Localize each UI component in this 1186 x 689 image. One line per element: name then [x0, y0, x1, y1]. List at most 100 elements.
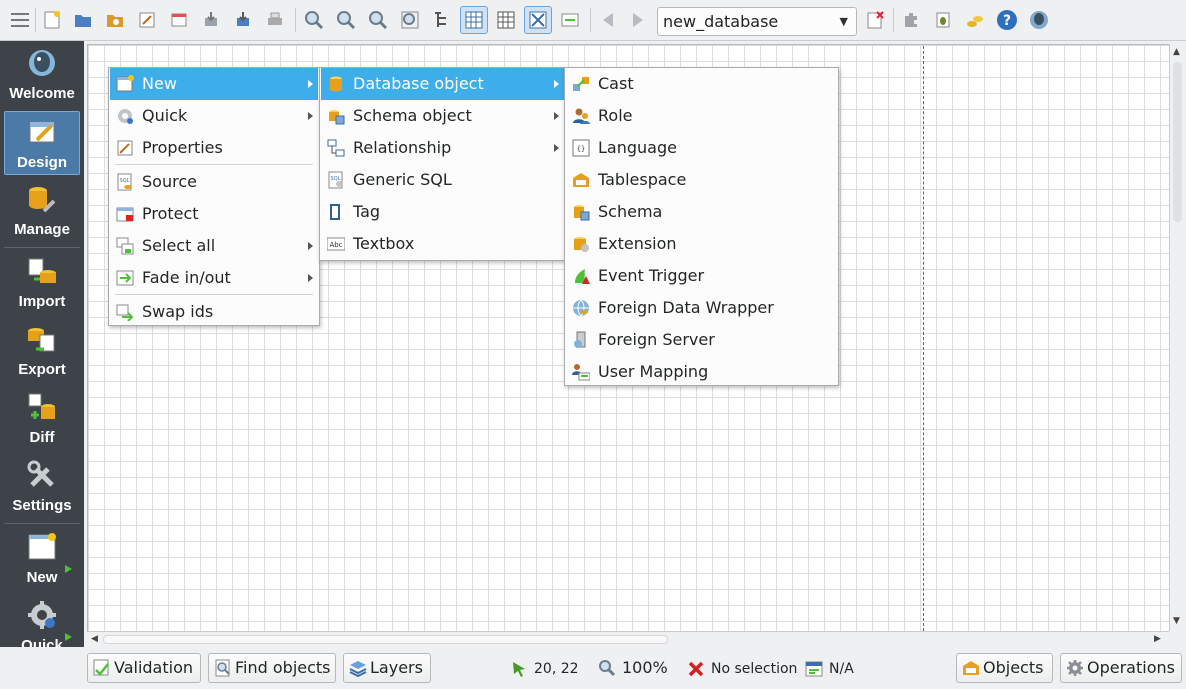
menu-item-properties[interactable]: Properties: [110, 132, 318, 164]
layers-button[interactable]: Layers: [343, 653, 431, 683]
new-model-icon[interactable]: [38, 6, 66, 34]
recent-models-icon[interactable]: [101, 6, 129, 34]
menu-item-select-all[interactable]: Select all: [110, 230, 318, 262]
menu-item-language[interactable]: {} Language: [566, 132, 837, 164]
zoom-reset-icon[interactable]: [364, 6, 392, 34]
save-as-icon[interactable]: [229, 6, 257, 34]
cursor-arrow-icon: [513, 662, 525, 677]
sidebar-item-label: Export: [18, 361, 66, 378]
sql-source-icon: SQL: [117, 173, 132, 191]
menu-item-role[interactable]: Role: [566, 100, 837, 132]
language-icon: {}: [572, 139, 590, 157]
menu-item-protect[interactable]: Protect: [110, 198, 318, 230]
operations-button[interactable]: Operations: [1060, 653, 1182, 683]
menu-item-foreign-server[interactable]: Foreign Server: [566, 324, 837, 356]
menu-item-textbox[interactable]: Abc Textbox: [321, 228, 564, 260]
validation-icon: [93, 659, 109, 676]
fade-icon: [116, 270, 134, 286]
menu-item-extension[interactable]: Extension: [566, 228, 837, 260]
zoom-in-icon[interactable]: [300, 6, 328, 34]
bug-report-icon[interactable]: [929, 6, 957, 34]
chevron-down-icon: ▼: [839, 15, 848, 28]
menu-item-generic-sql[interactable]: SQL Generic SQL: [321, 164, 564, 196]
relationship-icon: [327, 139, 345, 157]
menu-item-tablespace[interactable]: Tablespace: [566, 164, 837, 196]
donate-icon[interactable]: [961, 6, 989, 34]
gear-icon: [1067, 660, 1083, 676]
menu-item-tag[interactable]: Tag: [321, 196, 564, 228]
cast-icon: [573, 77, 589, 91]
menu-item-schema-object[interactable]: Schema object: [321, 100, 564, 132]
scroll-left-icon[interactable]: ◀: [91, 634, 98, 644]
generic-sql-icon: SQL: [328, 171, 343, 189]
new-submenu: Database object Schema object Relationsh…: [319, 67, 566, 261]
vertical-scrollbar[interactable]: ▲ ▼: [1169, 44, 1185, 631]
menu-item-quick[interactable]: Quick: [110, 100, 318, 132]
open-folder-icon[interactable]: [69, 6, 97, 34]
horizontal-scrollbar[interactable]: ◀ ▶: [87, 631, 1169, 647]
menu-item-swap-ids[interactable]: Swap ids: [110, 296, 318, 328]
find-objects-button[interactable]: Find objects: [208, 653, 336, 683]
bulk-edit-icon[interactable]: [556, 6, 584, 34]
menu-item-source[interactable]: SQL Source: [110, 166, 318, 198]
main-toolbar: new_database ▼ ?: [0, 0, 1186, 41]
sidebar: Welcome Design Manage Import Export Diff…: [0, 41, 84, 689]
menu-item-fade[interactable]: Fade in/out: [110, 262, 318, 294]
menu-item-user-mapping[interactable]: User Mapping: [566, 356, 837, 388]
submenu-arrow-icon: [308, 80, 313, 88]
menu-item-cast[interactable]: Cast: [566, 68, 837, 100]
diff-icon: [28, 393, 55, 419]
edit-model-icon[interactable]: [133, 6, 161, 34]
main-menu-icon[interactable]: [6, 6, 34, 34]
select-all-icon: [116, 237, 134, 255]
menu-item-database-object[interactable]: Database object: [321, 68, 564, 100]
sidebar-item-diff[interactable]: Diff: [4, 387, 80, 451]
objects-icon: [963, 661, 979, 675]
zoom-fit-icon[interactable]: [396, 6, 424, 34]
sidebar-item-export[interactable]: Export: [4, 319, 80, 383]
schema-object-icon: [329, 110, 345, 125]
sidebar-item-welcome[interactable]: Welcome: [4, 43, 80, 107]
manage-icon: [29, 187, 56, 213]
close-model-icon[interactable]: [861, 6, 889, 34]
menu-item-relationship[interactable]: Relationship: [321, 132, 564, 164]
scroll-down-icon[interactable]: ▼: [1173, 616, 1180, 626]
sidebar-item-import[interactable]: Import: [4, 251, 80, 315]
menu-item-foreign-data-wrapper[interactable]: Foreign Data Wrapper: [566, 292, 837, 324]
event-trigger-icon: [575, 269, 590, 284]
design-icon: [29, 121, 55, 143]
properties-icon: [117, 140, 133, 156]
sidebar-item-new[interactable]: New: [4, 527, 80, 591]
overview-icon[interactable]: [428, 6, 456, 34]
help-icon[interactable]: ?: [993, 6, 1021, 34]
save-icon[interactable]: [197, 6, 225, 34]
about-icon[interactable]: [1025, 6, 1053, 34]
expand-arrow-icon: [65, 565, 72, 573]
scroll-up-icon[interactable]: ▲: [1173, 47, 1180, 57]
menu-item-event-trigger[interactable]: Event Trigger: [566, 260, 837, 292]
objects-button[interactable]: Objects: [956, 653, 1053, 683]
menu-item-schema[interactable]: Schema: [566, 196, 837, 228]
sidebar-item-manage[interactable]: Manage: [4, 179, 80, 243]
sidebar-item-design[interactable]: Design: [4, 111, 80, 175]
show-grid-icon[interactable]: [460, 6, 488, 34]
scroll-right-icon[interactable]: ▶: [1154, 634, 1161, 644]
close-icon: [688, 661, 704, 677]
zoom-out-icon[interactable]: [332, 6, 360, 34]
horizontal-scroll-thumb[interactable]: [103, 635, 668, 644]
plugins-icon[interactable]: [897, 6, 925, 34]
page-delimiters-icon[interactable]: [524, 6, 552, 34]
model-window-icon[interactable]: [165, 6, 193, 34]
forward-icon[interactable]: [624, 6, 652, 34]
back-icon[interactable]: [594, 6, 622, 34]
submenu-arrow-icon: [308, 274, 313, 282]
validation-button[interactable]: Validation: [87, 653, 201, 683]
zoom-icon: [599, 660, 616, 677]
menu-item-new[interactable]: New: [110, 68, 318, 100]
sidebar-item-settings[interactable]: Settings: [4, 455, 80, 519]
import-icon: [28, 258, 56, 283]
align-grid-icon[interactable]: [492, 6, 520, 34]
print-icon[interactable]: [261, 6, 289, 34]
database-selector[interactable]: new_database ▼: [657, 7, 857, 36]
vertical-scroll-thumb[interactable]: [1173, 62, 1182, 222]
